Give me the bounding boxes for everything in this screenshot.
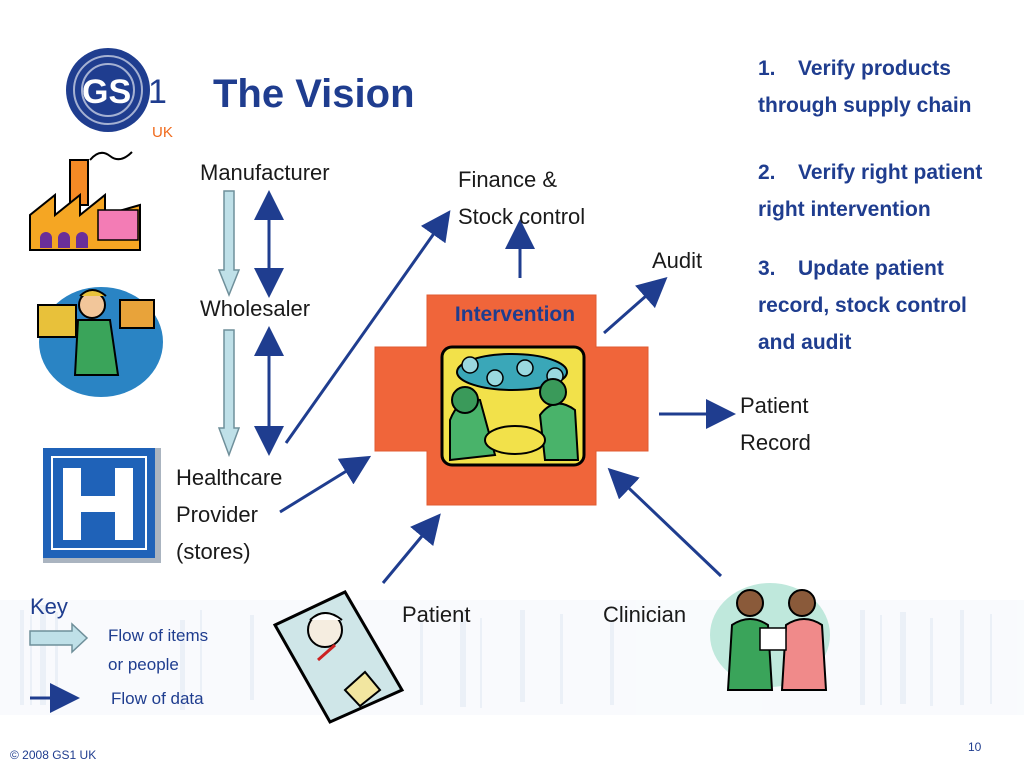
patient-record-label: Patient Record	[740, 393, 811, 455]
page-number: 10	[968, 740, 982, 754]
point-1: 1.Verify products through supply chain	[758, 57, 972, 117]
point-3: 3.Update patient record, stock control a…	[758, 257, 967, 354]
clinician-label: Clinician	[603, 602, 687, 627]
audit-label: Audit	[652, 248, 703, 273]
patient-icon	[272, 590, 405, 724]
worker-icon	[37, 287, 163, 397]
key-data-label: Flow of data	[111, 689, 204, 708]
manufacturer-label: Manufacturer	[200, 160, 330, 185]
intervention-label: Intervention	[454, 303, 576, 326]
svg-text:UK: UK	[152, 124, 173, 141]
hospital-icon	[43, 448, 161, 563]
svg-text:GS: GS	[82, 73, 131, 111]
barcode-background	[0, 600, 1024, 715]
healthcare-provider-label: Healthcare Provider (stores)	[176, 465, 283, 564]
key-items-arrow	[29, 622, 89, 654]
items-flow-arrows	[217, 190, 241, 458]
wholesaler-label: Wholesaler	[200, 296, 311, 321]
point-2: 2.Verify right patient right interventio…	[758, 161, 983, 221]
data-flow-arrows	[254, 190, 736, 584]
copyright-footer: © 2008 GS1 UK	[10, 748, 97, 762]
key-title: Key	[30, 594, 68, 619]
key-items-label: Flow of items or people	[108, 626, 209, 674]
patient-label: Patient	[402, 602, 471, 627]
finance-stock-label: Finance & Stock control	[458, 167, 586, 229]
surgery-icon	[440, 345, 586, 467]
slide-title: The Vision	[213, 72, 415, 116]
factory-icon	[29, 151, 141, 251]
gs1-logo: GS 1 UK	[66, 48, 173, 141]
svg-text:1: 1	[148, 73, 167, 111]
clinicians-icon	[710, 583, 830, 691]
